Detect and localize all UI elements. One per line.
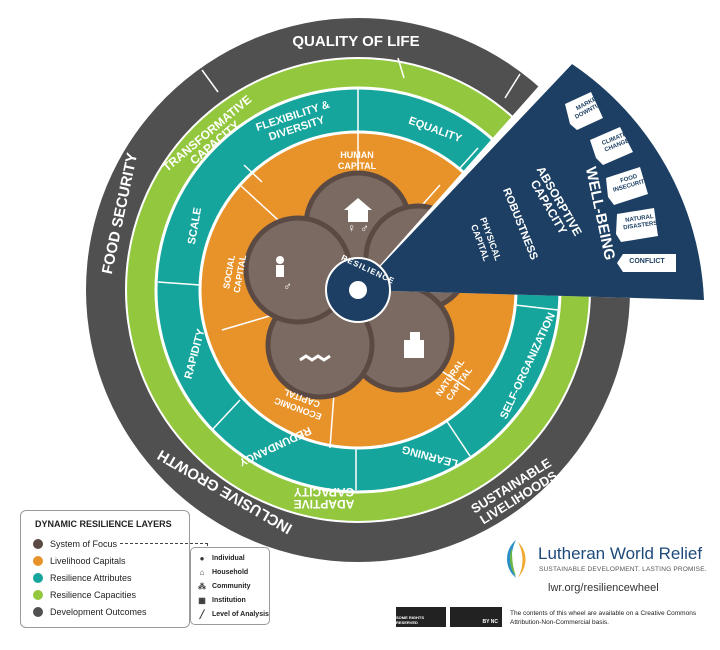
system-of-focus-box: ●Individual ⌂Household ⁂Community ▦Insti… (190, 547, 270, 625)
shock-conflict: CONFLICT (629, 258, 665, 265)
cc-note: The contents of this wheel are available… (510, 610, 697, 626)
slash-icon: ╱ (199, 610, 205, 619)
dynamic-resilience-legend: DYNAMIC RESILIENCE LAYERS System of Focu… (20, 510, 190, 628)
cc-badge-rights: SOME RIGHTS RESERVED (396, 607, 446, 627)
person-icon: ● (199, 554, 205, 563)
sof-item: ▦Institution (198, 596, 246, 605)
cc-badge-by-nc: BY NC (450, 607, 502, 627)
legend-title: DYNAMIC RESILIENCE LAYERS (35, 519, 172, 529)
legend-label: Development Outcomes (50, 607, 147, 617)
shocks-stressors-wedge (358, 64, 704, 300)
capital-human: HUMAN CAPITAL (337, 150, 377, 171)
legend-item: Resilience Attributes (33, 571, 132, 585)
lwr-url[interactable]: lwr.org/resiliencewheel (548, 582, 659, 594)
lwr-tagline: SUSTAINABLE DEVELOPMENT. LASTING PROMISE… (539, 566, 707, 573)
legend-item: Livelihood Capitals (33, 554, 126, 568)
capacity-adaptive: ADAPTIVE CAPACITY (293, 485, 355, 511)
legend-label: Livelihood Capitals (50, 556, 126, 566)
male-symbol-2: ♂ (283, 279, 292, 293)
house-icon (344, 198, 372, 222)
legend-swatch (33, 556, 43, 566)
house-icon: ⌂ (199, 568, 205, 577)
sof-item: ╱Level of Analysis (197, 610, 269, 619)
legend-swatch (33, 590, 43, 600)
building-icon (404, 332, 424, 358)
female-symbol: ♀ (347, 221, 356, 235)
lwr-name: Lutheran World Relief (538, 544, 703, 563)
shock-arrows (565, 92, 676, 272)
sof-item: ⌂Household (197, 568, 249, 577)
legend-label: System of Focus (50, 539, 118, 549)
people-icon: ⁂ (198, 582, 206, 591)
building-icon: ▦ (198, 596, 206, 605)
outcome-quality-of-life: QUALITY OF LIFE (292, 33, 420, 50)
legend-item: Development Outcomes (33, 605, 147, 619)
legend-swatch (33, 573, 43, 583)
legend-swatch (33, 607, 43, 617)
legend-label: Resilience Attributes (50, 573, 132, 583)
legend-swatch (33, 539, 43, 549)
stairs-icon (299, 354, 331, 362)
sof-item: ⁂Community (198, 582, 251, 591)
legend-label: Resilience Capacities (50, 590, 137, 600)
legend-item: Resilience Capacities (33, 588, 136, 602)
male-symbol: ♂ (360, 221, 369, 235)
person-icon (276, 256, 284, 277)
lwr-logo-icon (507, 540, 526, 578)
center-dot (349, 281, 367, 299)
legend-item: System of Focus (33, 537, 117, 551)
lwr-branding: Lutheran World Relief SUSTAINABLE DEVELO… (498, 538, 713, 628)
sof-item: ●Individual (197, 554, 245, 563)
